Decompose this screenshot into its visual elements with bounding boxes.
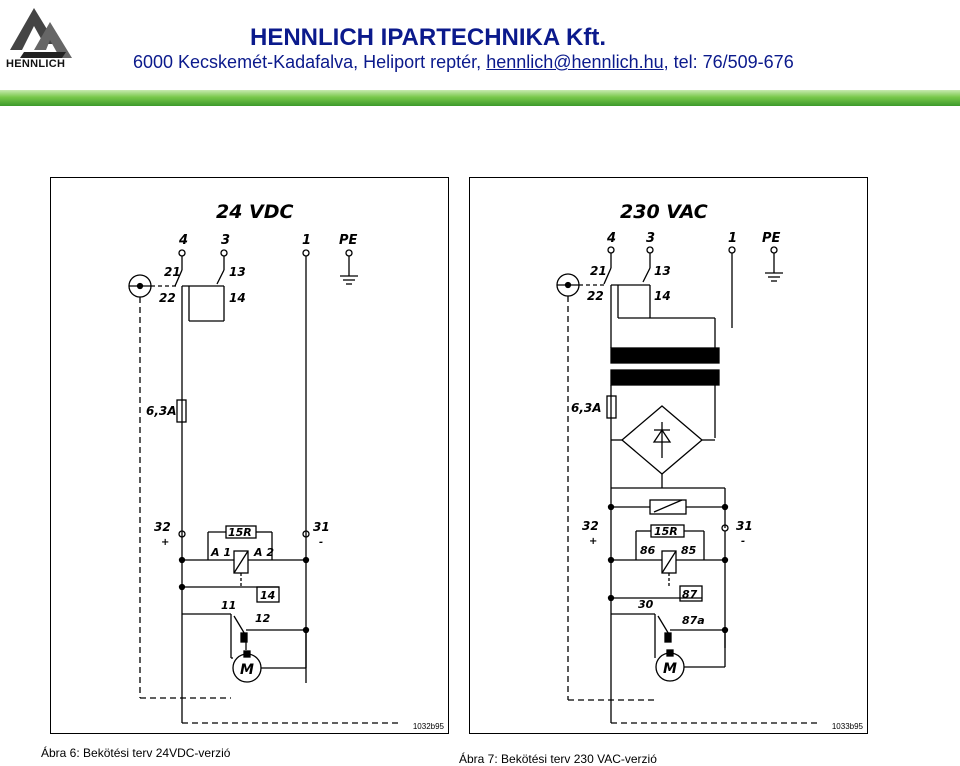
motor-label: M bbox=[663, 661, 677, 677]
diagram-title: 24 VDC bbox=[216, 201, 294, 223]
terminal-32: 32 bbox=[154, 520, 171, 534]
logo-wordmark: HENNLICH bbox=[6, 58, 66, 70]
coil-a2: A 2 bbox=[253, 546, 274, 559]
relay-label: 15R bbox=[654, 525, 678, 538]
contact-22: 22 bbox=[587, 289, 604, 303]
coil-a1: A 1 bbox=[210, 546, 231, 559]
diagram-title: 230 VAC bbox=[620, 201, 708, 223]
contact-11: 11 bbox=[221, 599, 236, 612]
coil-85: 85 bbox=[681, 544, 697, 557]
fuse-label: 6,3A bbox=[146, 404, 177, 418]
wiring-diagram-230vac: 230 VAC 4 3 1 PE 21 13 22 14 6,3A bbox=[469, 177, 868, 734]
relay-label: 15R bbox=[228, 526, 252, 539]
drawing-code: 1033b95 bbox=[831, 722, 863, 731]
company-title: HENNLICH IPARTECHNIKA Kft. bbox=[250, 24, 606, 51]
contact-21: 21 bbox=[164, 265, 181, 279]
contact-87: 87 bbox=[682, 588, 698, 601]
contact-13: 13 bbox=[654, 264, 671, 278]
contact-line: 6000 Kecskemét-Kadafalva, Heliport repté… bbox=[133, 52, 794, 73]
phone-text: , tel: 76/509-676 bbox=[663, 52, 794, 72]
contact-13: 13 bbox=[229, 265, 246, 279]
motor-label: M bbox=[240, 662, 254, 678]
contact-22: 22 bbox=[159, 291, 176, 305]
terminal-3-label: 3 bbox=[221, 233, 230, 248]
contact-14: 14 bbox=[654, 289, 671, 303]
terminal-32: 32 bbox=[582, 519, 599, 533]
terminal-pe-label: PE bbox=[762, 231, 781, 246]
caption-left: Ábra 6: Bekötési terv 24VDC-verzió bbox=[41, 746, 231, 760]
header-green-bar bbox=[0, 90, 960, 106]
plus-sign: + bbox=[589, 536, 597, 547]
contact-30: 30 bbox=[638, 598, 654, 611]
email-link[interactable]: hennlich@hennlich.hu bbox=[486, 52, 664, 72]
drawing-code: 1032b95 bbox=[412, 722, 444, 731]
terminal-31: 31 bbox=[736, 519, 753, 533]
minus-sign: - bbox=[319, 537, 323, 548]
terminal-4-label: 4 bbox=[606, 231, 616, 246]
terminal-31: 31 bbox=[313, 520, 330, 534]
terminal-1-label: 1 bbox=[302, 233, 311, 248]
contact-14b: 14 bbox=[260, 589, 275, 602]
plus-sign: + bbox=[161, 537, 169, 548]
coil-86: 86 bbox=[640, 544, 656, 557]
terminal-pe-label: PE bbox=[339, 233, 358, 248]
contact-87a: 87a bbox=[682, 614, 705, 627]
hennlich-logo-icon bbox=[10, 8, 72, 58]
terminal-3-label: 3 bbox=[646, 231, 655, 246]
wiring-diagram-24vdc: 24 VDC 4 3 1 PE 21 13 22 14 6,3A 32 bbox=[50, 177, 449, 734]
contact-21: 21 bbox=[590, 264, 607, 278]
contact-14: 14 bbox=[229, 291, 246, 305]
address-text: 6000 Kecskemét-Kadafalva, Heliport repté… bbox=[133, 52, 487, 72]
fuse-label: 6,3A bbox=[571, 401, 602, 415]
terminal-4-label: 4 bbox=[178, 233, 188, 248]
contact-12: 12 bbox=[255, 612, 271, 625]
minus-sign: - bbox=[741, 536, 745, 547]
caption-right: Ábra 7: Bekötési terv 230 VAC-verzió bbox=[459, 752, 657, 766]
terminal-1-label: 1 bbox=[728, 231, 737, 246]
